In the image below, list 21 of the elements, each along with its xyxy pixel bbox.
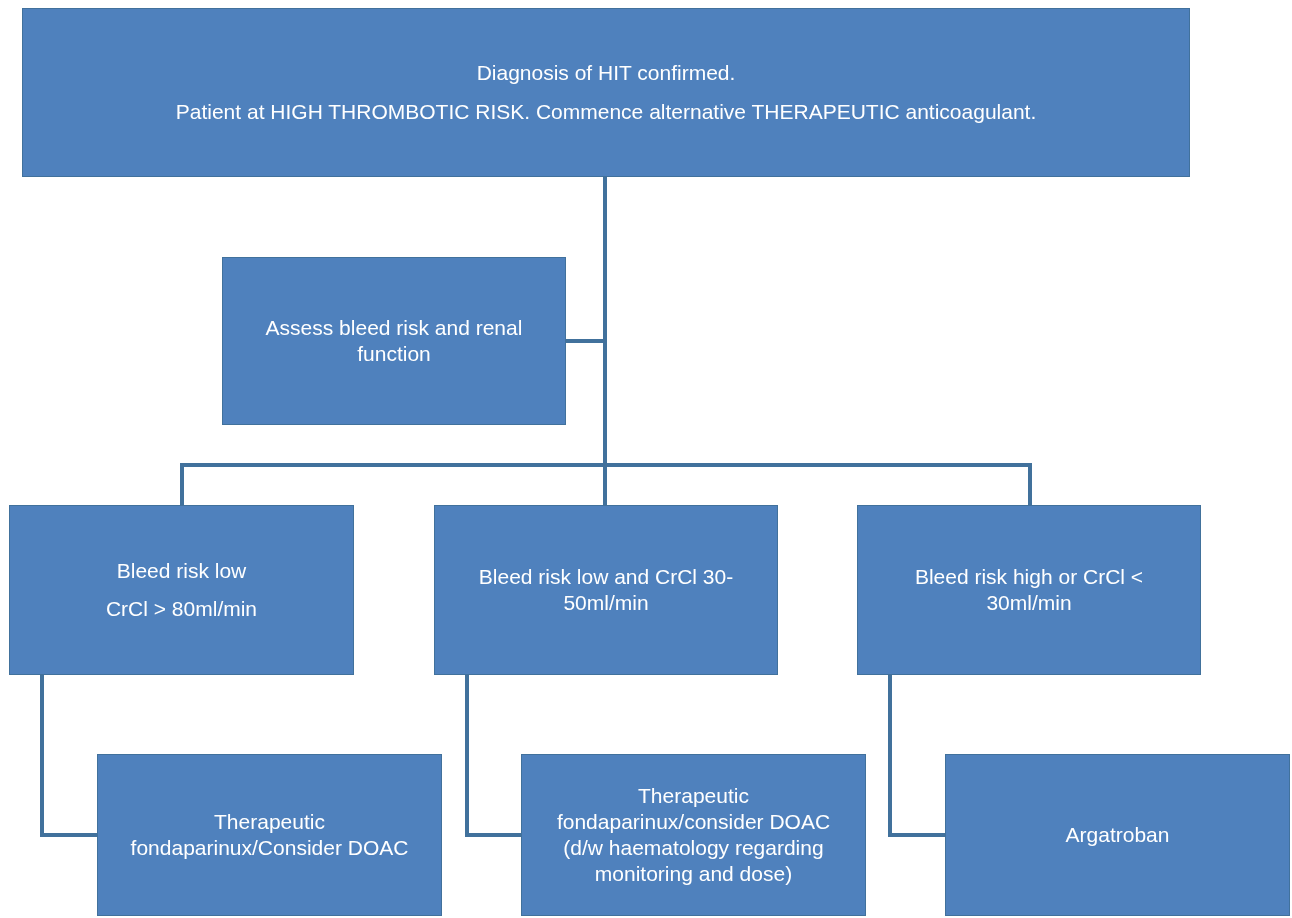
box-text: Argatroban (1065, 821, 1170, 848)
box-text: Therapeutic fondaparinux/Consider DOAC (129, 808, 410, 861)
box-text: Bleed risk low and CrCl 30-50ml/min (477, 563, 735, 616)
box-text: Patient at HIGH THROMBOTIC RISK. Commence alternative THERAPEUTIC anticoagulant. (175, 98, 1037, 125)
box-text: Bleed risk high or CrCl < 30ml/min (913, 563, 1145, 616)
process-box (521, 754, 866, 916)
connector-line (465, 675, 521, 837)
process-box (22, 8, 1190, 177)
box-text: Assess bleed risk and renal function (264, 314, 524, 367)
box-text: Bleed risk low (116, 557, 247, 584)
process-box (945, 754, 1290, 916)
process-box (857, 505, 1201, 675)
process-box (9, 505, 354, 675)
connector-line (40, 675, 97, 837)
process-box (97, 754, 442, 916)
process-box (222, 257, 566, 425)
box-text: CrCl > 80ml/min (105, 596, 258, 622)
connector-line (888, 675, 945, 837)
box-text: Diagnosis of HIT confirmed. (476, 60, 736, 87)
box-text: Therapeutic fondaparinux/consider DOAC (d/w haematology regarding monitoring and dose) (555, 782, 832, 888)
process-box (434, 505, 778, 675)
